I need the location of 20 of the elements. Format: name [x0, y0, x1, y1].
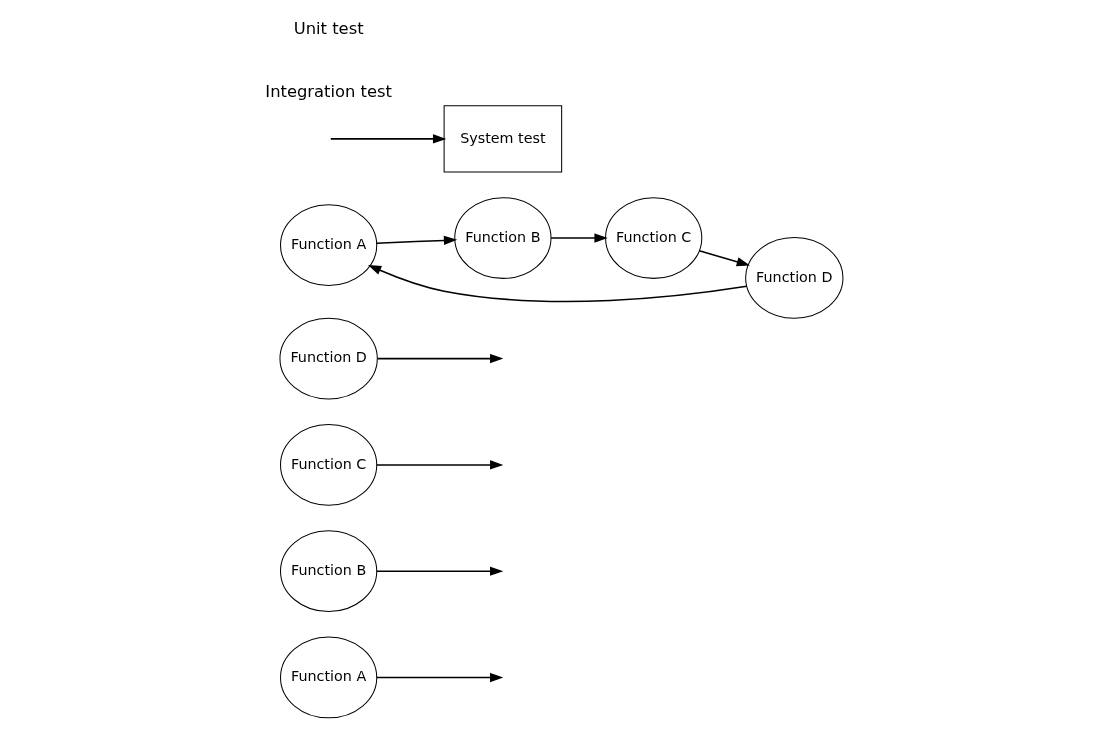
node-box: System test	[443, 105, 562, 173]
node-ellipse: Function C	[279, 424, 377, 506]
arrow	[375, 460, 503, 470]
arrow	[375, 566, 503, 576]
node-ellipse: Function B	[279, 530, 377, 613]
arrow	[375, 235, 457, 246]
label: Integration test	[264, 81, 392, 101]
arrow	[549, 233, 608, 243]
node-ellipse: Function A	[279, 204, 377, 287]
node-ellipse: Function D	[744, 237, 843, 319]
arrow	[375, 672, 503, 683]
node-ellipse: Function C	[604, 197, 702, 279]
arrow	[367, 264, 747, 303]
label: Unit test	[293, 19, 364, 39]
node-ellipse: Function A	[279, 636, 377, 719]
node-ellipse: Function D	[278, 317, 378, 400]
node-ellipse: Function B	[453, 197, 551, 279]
arrow	[329, 134, 446, 144]
arrow	[698, 250, 750, 267]
arrow	[376, 353, 503, 364]
